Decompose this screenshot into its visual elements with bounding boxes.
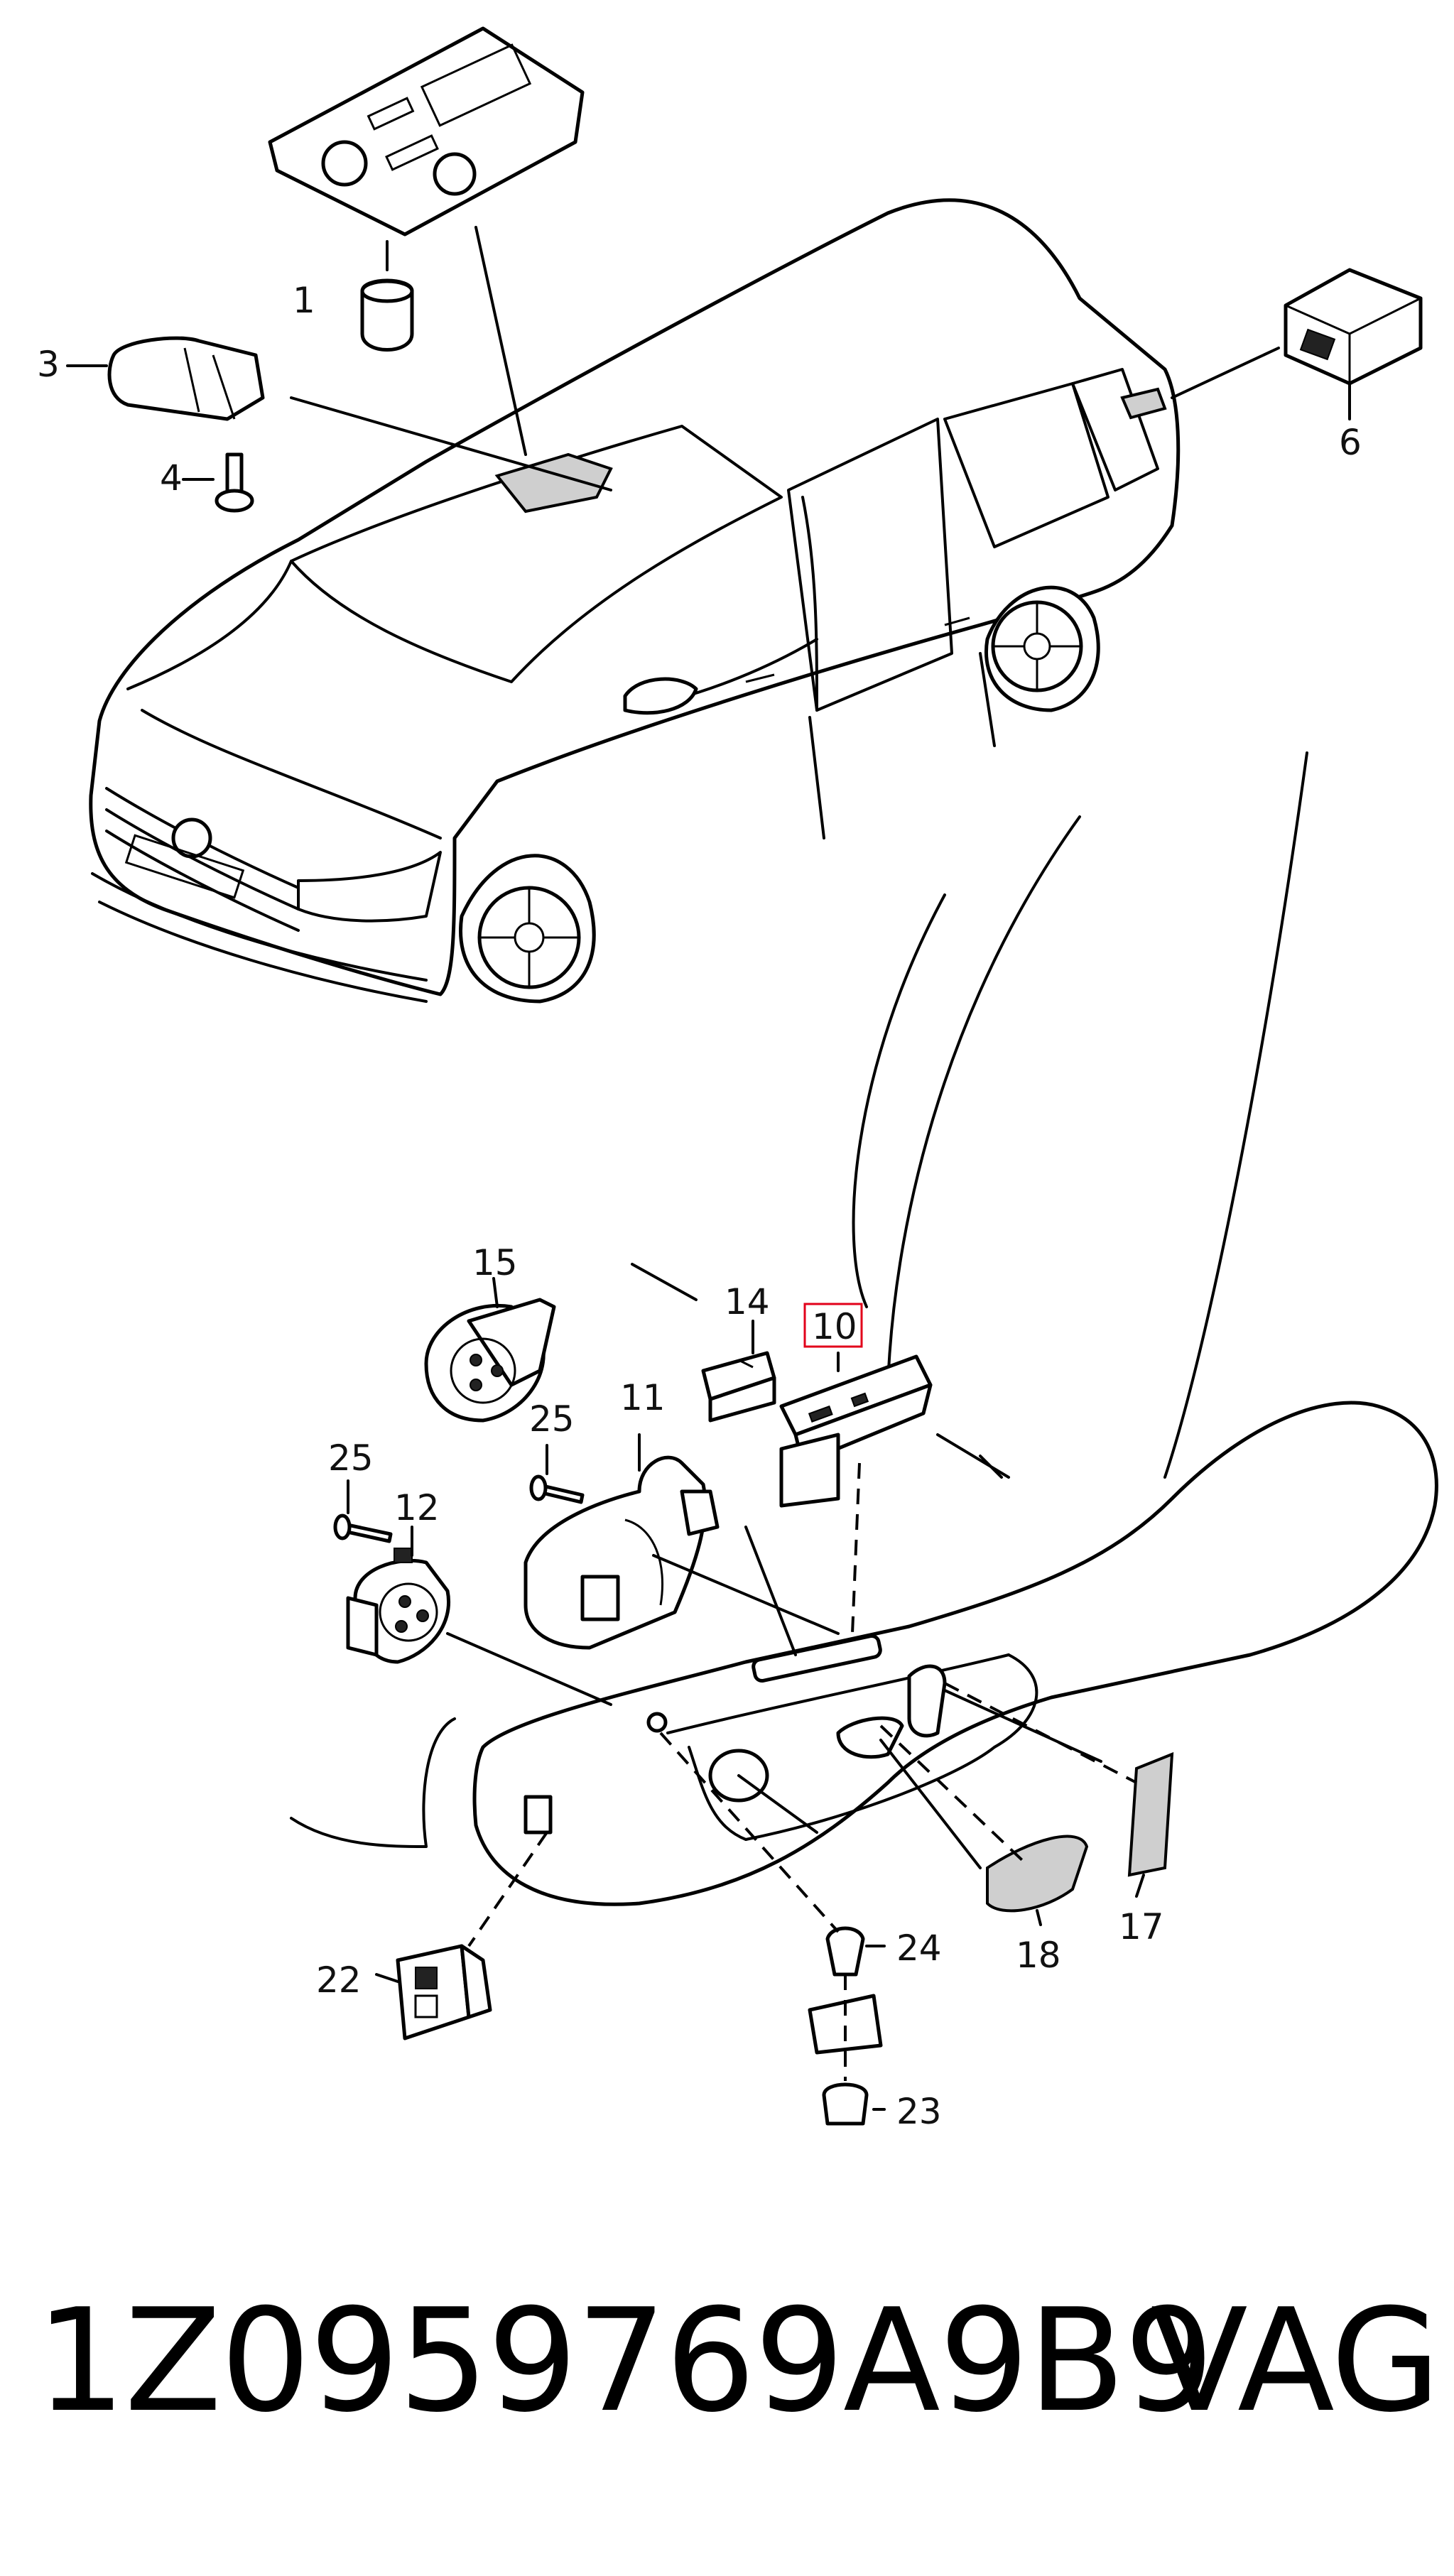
overhead-console-panel [268, 26, 585, 237]
switch-part-14 [701, 1351, 776, 1423]
callout-15: 15 [472, 1242, 518, 1283]
screw-part-25b [333, 1513, 393, 1543]
callout-4: 4 [160, 457, 183, 499]
callout-22: 22 [316, 1960, 362, 2001]
callout-25b: 25 [328, 1438, 374, 1479]
callout-10-highlight [803, 1303, 863, 1348]
seat-motor-part-15 [424, 1298, 556, 1423]
callout-24: 24 [896, 1928, 942, 1969]
callout-3: 3 [37, 344, 60, 385]
callout-10: 10 [812, 1306, 857, 1347]
lamp-bulb-part [360, 278, 414, 352]
callout-23: 23 [896, 2091, 942, 2132]
retainer-part-23 [808, 1994, 883, 2126]
seat-control-housing-part-11 [523, 1455, 720, 1650]
seat-cover-part-17 [1127, 1751, 1174, 1877]
callout-6: 6 [1339, 422, 1362, 463]
seat-knob-part-18 [986, 1835, 1089, 1913]
part-number-footer: 1Z0959769A9B9 VAG [36, 2276, 1441, 2447]
callout-17: 17 [1119, 1906, 1164, 1947]
seat-motor-part-12 [346, 1548, 450, 1664]
callout-25a: 25 [529, 1398, 575, 1440]
clip-part-24 [825, 1926, 865, 1977]
callout-1: 1 [293, 280, 315, 321]
control-unit-part [1284, 268, 1423, 386]
callout-14: 14 [725, 1281, 770, 1322]
brand-name: VAG [1151, 2278, 1441, 2444]
part-number: 1Z0959769A9B9 [36, 2278, 1214, 2444]
seat-switch-part-10 [779, 1354, 933, 1508]
sensor-module-part [107, 336, 265, 421]
bolt-part [215, 452, 254, 513]
callout-11: 11 [620, 1377, 666, 1418]
switch-part-22 [396, 1944, 492, 2040]
screw-part-25a [529, 1474, 585, 1504]
callout-12: 12 [394, 1487, 440, 1528]
car-illustration [89, 198, 1181, 1004]
callout-18: 18 [1016, 1935, 1061, 1976]
